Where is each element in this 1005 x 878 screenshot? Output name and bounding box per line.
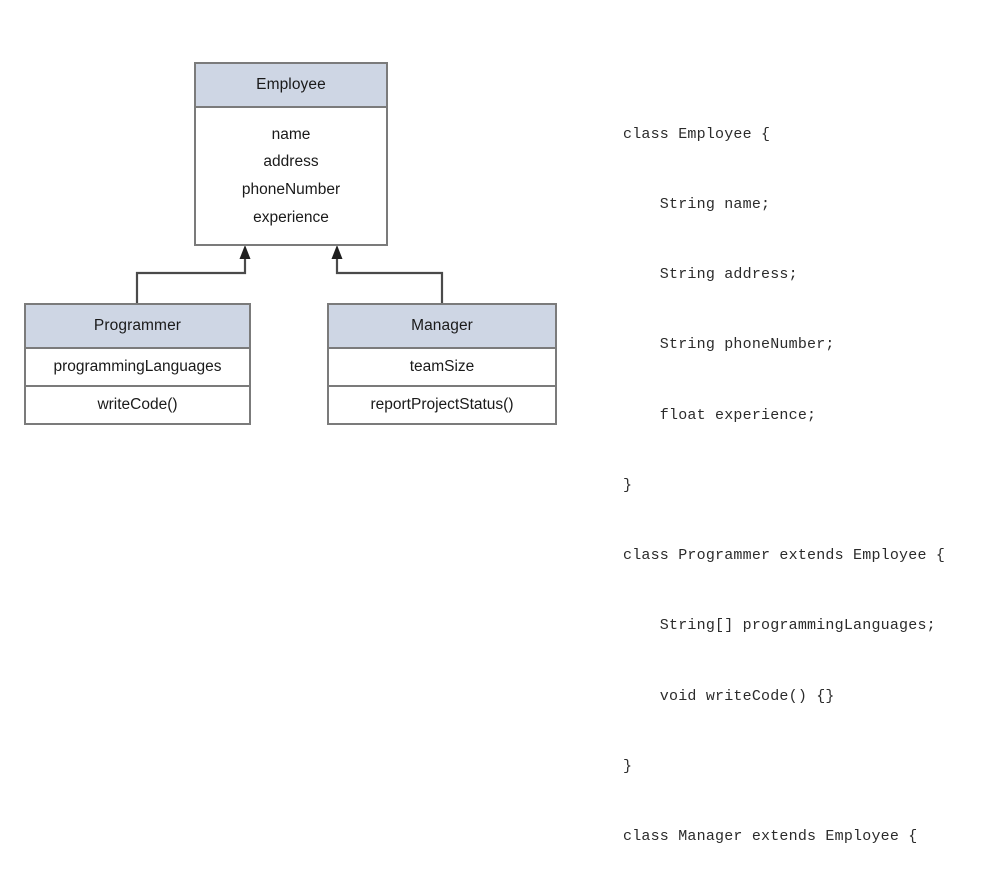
operation-item: reportProjectStatus() (370, 396, 514, 414)
operation-item: writeCode() (97, 396, 178, 414)
attributes-compartment-programmer: programmingLanguages (26, 349, 249, 385)
attribute-item: programmingLanguages (53, 358, 222, 376)
code-line: class Employee { (623, 125, 771, 143)
source-code-listing: class Employee { String name; String add… (623, 76, 1005, 878)
code-line: String[] programmingLanguages; (623, 617, 936, 635)
code-line: float experience; (623, 406, 817, 424)
code-line: } (623, 757, 633, 775)
uml-class-diagram: Employee name address phoneNumber experi… (0, 0, 600, 439)
code-line: String name; (623, 196, 771, 214)
attribute-item: experience (253, 208, 329, 226)
attributes-compartment-manager: teamSize (329, 349, 555, 385)
code-line: String address; (623, 266, 798, 284)
attributes-compartment-employee: name address phoneNumber experience (196, 108, 386, 244)
attribute-item: phoneNumber (241, 181, 341, 198)
class-name-employee: Employee (196, 64, 386, 108)
uml-class-programmer: Programmer programmingLanguages writeCod… (24, 303, 251, 425)
attribute-item: address (263, 153, 319, 171)
code-line: class Programmer extends Employee { (623, 547, 946, 565)
code-line: String phoneNumber; (623, 336, 835, 354)
generalization-programmer-to-employee (135, 245, 251, 305)
attribute-item: teamSize (409, 358, 475, 376)
uml-class-manager: Manager teamSize reportProjectStatus() (327, 303, 557, 425)
generalization-connectors (135, 245, 444, 305)
code-line: } (623, 476, 633, 494)
operations-compartment-programmer: writeCode() (26, 384, 249, 423)
operations-compartment-manager: reportProjectStatus() (329, 384, 555, 423)
code-line: class Manager extends Employee { (623, 828, 918, 845)
generalization-manager-to-employee (331, 245, 444, 305)
uml-class-employee: Employee name address phoneNumber experi… (194, 62, 388, 246)
class-name-manager: Manager (329, 305, 555, 349)
attribute-item: name (271, 125, 311, 143)
code-line: void writeCode() {} (623, 687, 835, 705)
class-name-programmer: Programmer (26, 305, 249, 349)
